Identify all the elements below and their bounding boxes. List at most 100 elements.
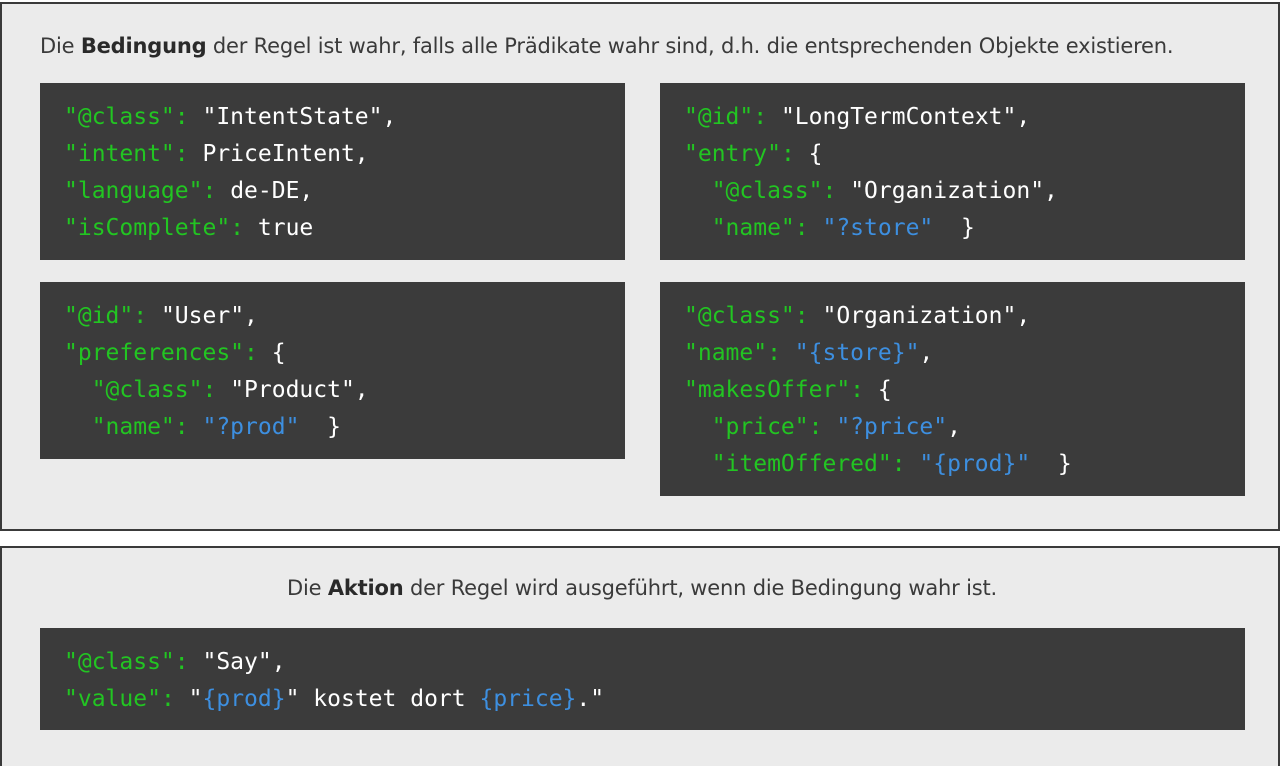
code-line: "isComplete": true	[64, 210, 625, 247]
action-panel: Die Aktion der Regel wird ausgeführt, we…	[0, 546, 1280, 766]
code-key-token: "@class"	[64, 377, 203, 403]
code-value-token: {	[271, 340, 286, 366]
code-value-token: "	[188, 686, 203, 712]
code-value-token: PriceIntent,	[202, 141, 369, 167]
code-line: "entry": {	[684, 136, 1245, 173]
code-key-token: :	[244, 340, 272, 366]
code-key-token: "intent"	[64, 141, 175, 167]
code-value-token: true	[257, 215, 314, 241]
code-key-token: :	[808, 414, 837, 440]
code-block-say-action: "@class": "Say","value": "{prod}" kostet…	[40, 628, 1245, 730]
code-key-token: :	[133, 303, 161, 329]
condition-panel: Die Bedingung der Regel ist wahr, falls …	[0, 2, 1280, 531]
code-key-token: "name"	[684, 215, 795, 241]
code-key-token: :	[850, 377, 878, 403]
condition-caption-post: der Regel ist wahr, falls alle Prädikate…	[206, 34, 1174, 58]
code-key-token: :	[753, 104, 781, 130]
code-block-intent-state: "@class": "IntentState","intent": PriceI…	[40, 83, 625, 260]
code-value-token: "Say",	[202, 649, 286, 675]
code-key-token: "makesOffer"	[684, 377, 851, 403]
code-line: "itemOffered": "{prod}" }	[684, 446, 1245, 483]
code-value-token: {	[877, 377, 892, 403]
code-key-token: "language"	[64, 178, 203, 204]
code-line: "@class": "IntentState",	[64, 99, 625, 136]
code-key-token: :	[160, 686, 189, 712]
code-key-token: "itemOffered"	[684, 451, 892, 477]
action-caption-pre: Die	[287, 576, 328, 600]
code-block-user: "@id": "User","preferences": { "@class":…	[40, 282, 625, 459]
condition-caption: Die Bedingung der Regel ist wahr, falls …	[2, 34, 1280, 58]
code-line: "language": de-DE,	[64, 173, 625, 210]
code-variable-token: "?prod"	[202, 414, 300, 440]
action-caption: Die Aktion der Regel wird ausgeführt, we…	[2, 576, 1280, 600]
code-variable-token: "{store}"	[794, 340, 920, 366]
code-key-token: :	[174, 649, 203, 675]
code-key-token: :	[202, 178, 231, 204]
code-variable-token: "?price"	[836, 414, 948, 440]
code-line: "name": "?store" }	[684, 210, 1245, 247]
code-value-token: {	[808, 141, 823, 167]
code-key-token: :	[767, 340, 795, 366]
code-line: "@id": "LongTermContext",	[684, 99, 1245, 136]
code-block-long-term-context: "@id": "LongTermContext","entry": { "@cl…	[660, 83, 1245, 260]
code-value-token: "Organization",	[850, 178, 1058, 204]
code-value-token: ."	[576, 686, 605, 712]
code-key-token: :	[794, 215, 823, 241]
code-key-token: :	[174, 141, 203, 167]
condition-caption-pre: Die	[40, 34, 81, 58]
code-variable-token: "{prod}"	[919, 451, 1031, 477]
code-value-token: "Product",	[230, 377, 369, 403]
code-key-token: :	[202, 377, 231, 403]
code-value-token: "User",	[160, 303, 258, 329]
condition-caption-bold: Bedingung	[80, 34, 207, 58]
code-key-token: "isComplete"	[64, 215, 231, 241]
code-key-token: "@class"	[684, 303, 795, 329]
code-line: "@class": "Organization",	[684, 298, 1245, 335]
code-key-token: :	[230, 215, 258, 241]
code-key-token: "@class"	[64, 649, 175, 675]
code-key-token: :	[794, 303, 823, 329]
code-key-token: "name"	[64, 414, 175, 440]
code-key-token: "value"	[64, 686, 161, 712]
code-block-organization: "@class": "Organization","name": "{store…	[660, 282, 1245, 496]
code-key-token: "name"	[684, 340, 768, 366]
code-key-token: "@class"	[64, 104, 175, 130]
code-line: "@id": "User",	[64, 298, 625, 335]
code-line: "price": "?price",	[684, 409, 1245, 446]
code-key-token: :	[174, 414, 203, 440]
code-line: "intent": PriceIntent,	[64, 136, 625, 173]
code-line: "name": "{store}",	[684, 335, 1245, 372]
code-line: "value": "{prod}" kostet dort {price}."	[64, 681, 1245, 718]
code-value-token: "IntentState",	[202, 104, 397, 130]
code-key-token: "@id"	[684, 104, 754, 130]
code-variable-token: {prod}	[202, 686, 286, 712]
code-line: "@class": "Organization",	[684, 173, 1245, 210]
action-caption-bold: Aktion	[327, 576, 404, 600]
code-value-token: de-DE,	[230, 178, 314, 204]
code-key-token: :	[822, 178, 851, 204]
code-value-token: ,	[919, 340, 934, 366]
code-key-token: :	[174, 104, 203, 130]
code-value-token: }	[299, 414, 341, 440]
code-key-token: :	[780, 141, 809, 167]
code-value-token: " kostet dort	[285, 686, 480, 712]
code-key-token: "@class"	[684, 178, 823, 204]
code-variable-token: {price}	[479, 686, 577, 712]
code-value-token: }	[933, 215, 975, 241]
code-line: "@class": "Product",	[64, 372, 625, 409]
code-value-token: "LongTermContext",	[780, 104, 1031, 130]
code-variable-token: "?store"	[822, 215, 934, 241]
code-key-token: "price"	[684, 414, 809, 440]
code-key-token: :	[891, 451, 920, 477]
code-key-token: "@id"	[64, 303, 134, 329]
code-value-token: "Organization",	[822, 303, 1031, 329]
code-line: "@class": "Say",	[64, 644, 1245, 681]
code-value-token: ,	[947, 414, 961, 440]
code-line: "makesOffer": {	[684, 372, 1245, 409]
code-line: "preferences": {	[64, 335, 625, 372]
action-caption-post: der Regel wird ausgeführt, wenn die Bedi…	[403, 576, 997, 600]
code-value-token: }	[1030, 451, 1072, 477]
code-line: "name": "?prod" }	[64, 409, 625, 446]
code-key-token: "entry"	[684, 141, 781, 167]
code-key-token: "preferences"	[64, 340, 245, 366]
